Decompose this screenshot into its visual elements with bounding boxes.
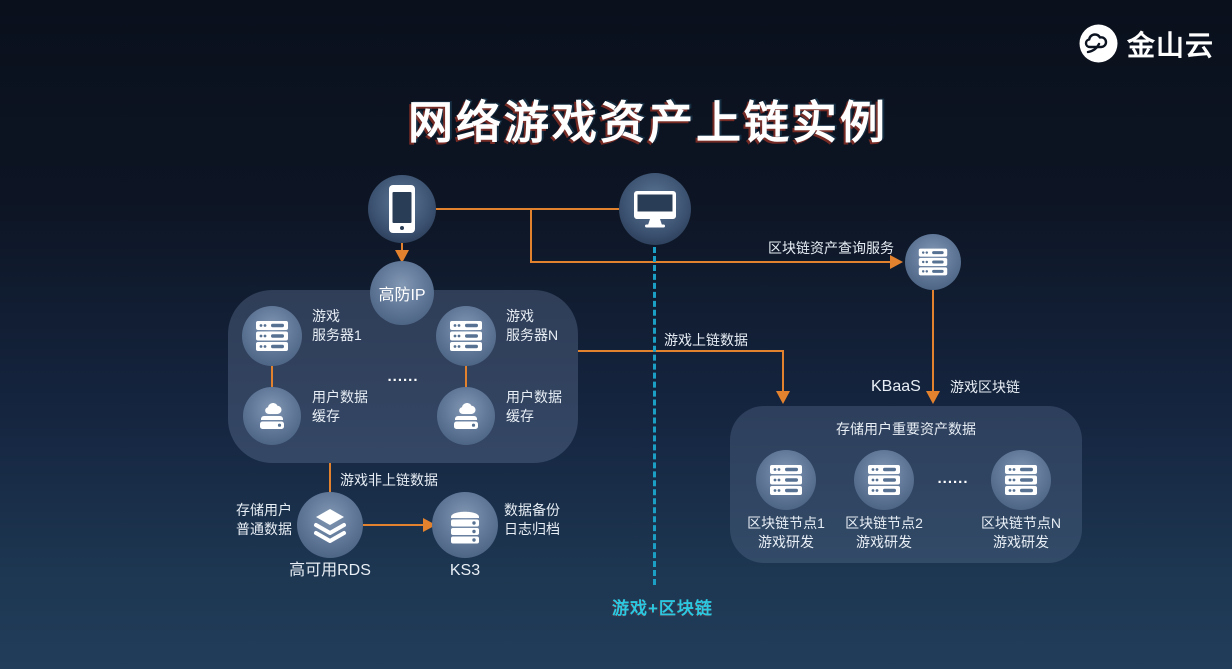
game-server-1-node [242,306,302,366]
server-icon [866,462,902,498]
database-icon [446,505,484,545]
rds-node [297,492,363,558]
ks3-label: KS3 [449,562,481,579]
ellipsis-right-box: ...... [937,470,969,487]
line-offchain-down [329,463,331,493]
arrowhead-query-service [890,255,903,269]
brand-name: 金山云 [1126,29,1214,61]
arrowhead-chainbox-left [776,391,790,404]
blockchain-box-title: 存储用户重要资产数据 [836,421,976,437]
user-cache-n-label: 用户数据 缓存 [506,389,562,424]
game-server-n-label: 游戏 服务器N [506,308,559,343]
ks3-node [432,492,498,558]
layers-icon [310,505,350,545]
store-normal-data-label: 存储用户 普通数据 [236,502,292,537]
server-icon [1003,462,1039,498]
server-icon [917,246,949,278]
connector-server1-cache [271,366,273,387]
line-query-to-chainbox [932,290,934,393]
line-branch-down [530,209,532,263]
blockchain-node-n-label: 区块链节点N 游戏研发 [980,515,1062,550]
cache-icon [449,399,483,433]
game-onchain-label: 游戏上链数据 [664,332,748,348]
line-onchain-vertical [782,351,784,393]
blockchain-node-1 [756,450,816,510]
line-onchain-horizontal [578,350,784,352]
blockchain-nodes-box: 存储用户重要资产数据 区块链节点1 游戏研发 [730,406,1082,563]
arrowhead-chainbox-right [926,391,940,404]
game-servers-box: 游戏 服务器1 游戏 服务器N ...... [228,290,578,463]
line-phone-gaofang [401,243,403,252]
query-service-label: 区块链资产查询服务 [768,240,894,256]
game-server-1-label: 游戏 服务器1 [312,308,362,343]
blockchain-node-1-label: 区块链节点1 游戏研发 [747,515,825,550]
server-icon [768,462,804,498]
connector-serverN-cache [465,366,467,387]
gaofang-ip-label: 高防IP [378,287,426,304]
monitor-icon [633,190,677,228]
kbaas-label: KBaaS [871,378,921,395]
blockchain-node-n [991,450,1051,510]
line-to-query-service [531,261,891,263]
game-offchain-label: 游戏非上链数据 [340,472,438,488]
server-icon [448,318,484,354]
cache-icon [255,399,289,433]
client-phone-node [368,175,436,243]
page-title: 网络游戏资产上链实例 [408,97,889,148]
query-service-node [905,234,961,290]
rds-label: 高可用RDS [289,562,371,579]
gaofang-ip-node: 高防IP [370,261,434,325]
game-blockchain-label: 游戏区块链 [950,379,1020,395]
server-icon [254,318,290,354]
backup-archive-label: 数据备份 日志归档 [504,502,560,537]
game-plus-blockchain-label: 游戏+区块链 [612,599,713,618]
user-cache-1-label: 用户数据 缓存 [312,389,368,424]
blockchain-node-2 [854,450,914,510]
dashed-divider-line [653,247,656,585]
client-monitor-node [619,173,691,245]
phone-icon [386,184,418,234]
game-server-n-node [436,306,496,366]
line-rds-ks3 [363,524,425,526]
brand-logo: 金山云 [1078,23,1214,64]
blockchain-node-2-label: 区块链节点2 游戏研发 [845,515,923,550]
arrowhead-gaofang [395,250,409,263]
user-cache-1-node [243,387,301,445]
ellipsis-left-box: ...... [387,368,419,385]
cloud-logo-icon [1078,23,1119,64]
line-phone-monitor [436,208,620,210]
user-cache-n-node [437,387,495,445]
